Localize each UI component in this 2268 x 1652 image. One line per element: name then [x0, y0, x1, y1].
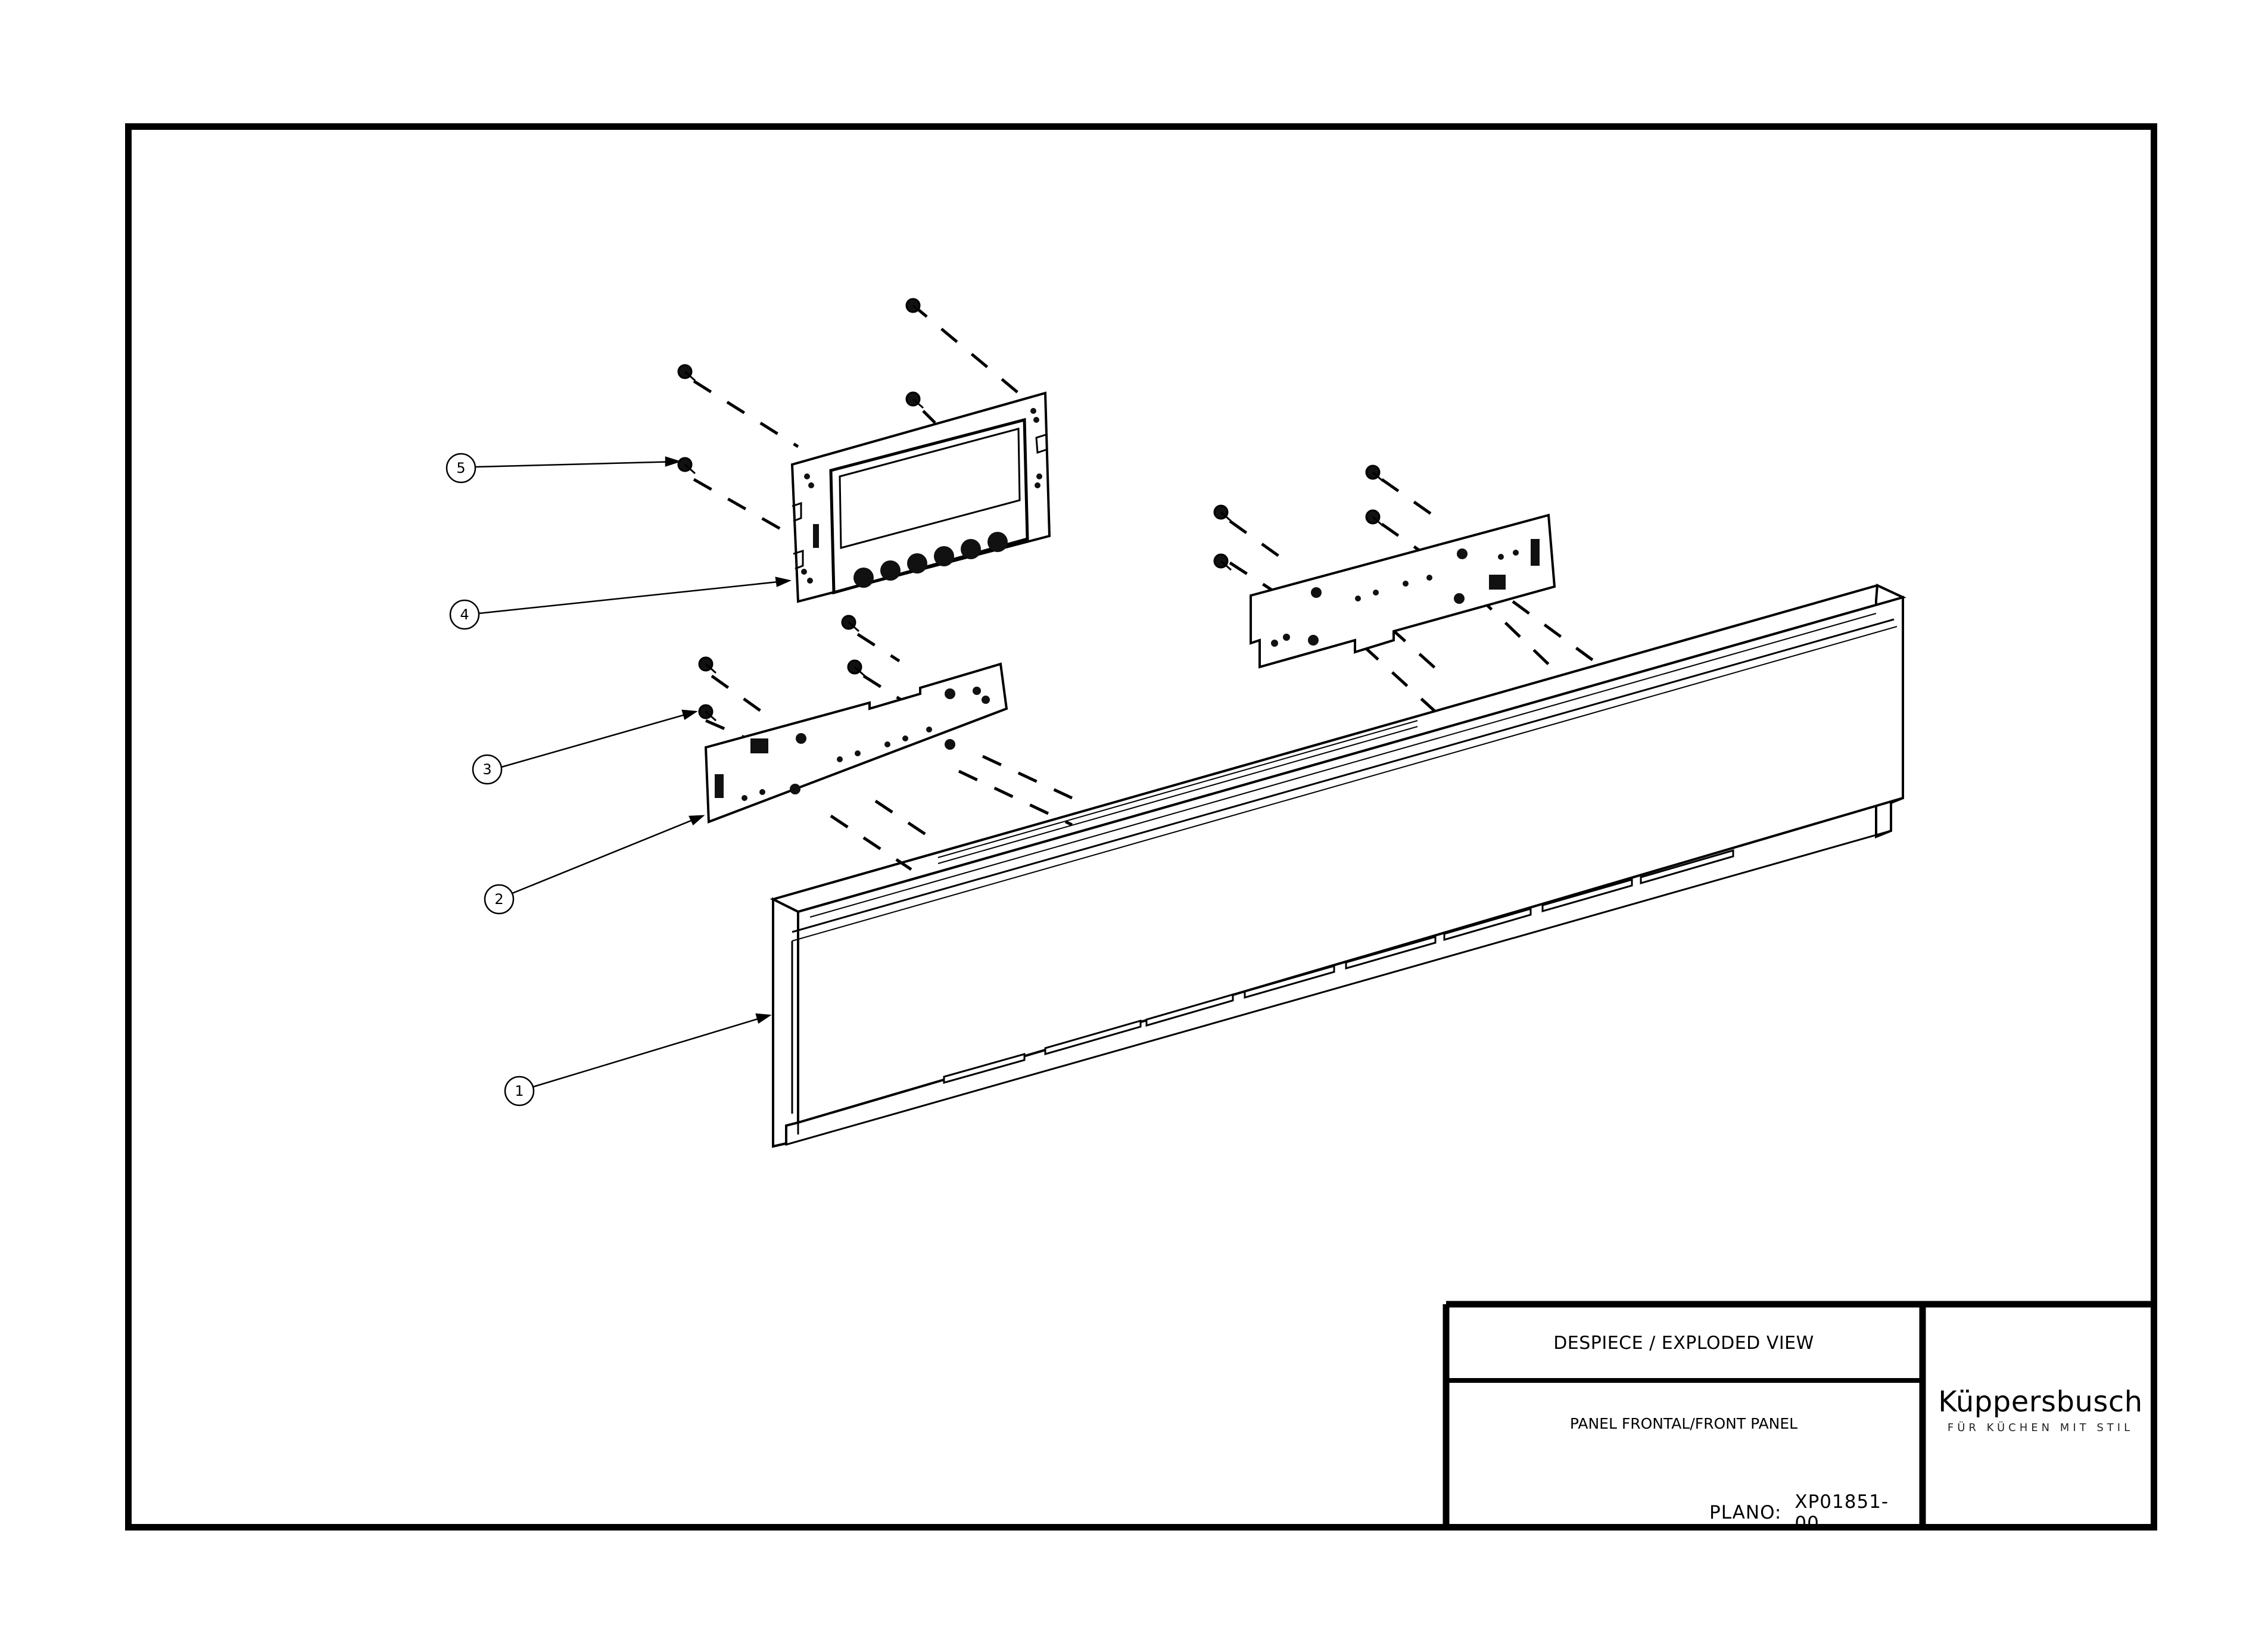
screw	[1365, 465, 1384, 482]
screw	[698, 656, 716, 674]
screw	[677, 457, 696, 475]
screw	[905, 298, 924, 316]
callout-4	[449, 576, 792, 630]
callout-label-2: 2	[494, 891, 504, 908]
callout-3	[472, 709, 698, 785]
screw	[841, 615, 859, 632]
front-panel-part-1	[770, 583, 1906, 1148]
assembly-lines	[693, 303, 1603, 871]
callout-5	[446, 453, 682, 484]
screw	[1213, 553, 1232, 571]
callout-label-3: 3	[482, 761, 492, 778]
display-board-part-4	[790, 391, 1051, 603]
left-board-part-2	[704, 662, 1008, 824]
screw	[1365, 509, 1384, 527]
brand-logo: Küppersbusch FÜR KÜCHEN MIT STIL	[1927, 1386, 2154, 1434]
callout-2	[484, 815, 705, 915]
brand-name: Küppersbusch	[1938, 1385, 2143, 1419]
right-board	[1250, 513, 1556, 669]
callout-label-5: 5	[456, 460, 466, 476]
screw	[677, 364, 696, 382]
drawing-number: PLANO: XP01851-00	[1709, 1491, 1912, 1534]
drawing-title: DESPIECE / EXPLODED VIEW	[1553, 1332, 1814, 1354]
screws	[677, 298, 1384, 722]
drawing-subtitle: PANEL FRONTAL/FRONT PANEL	[1569, 1414, 1798, 1432]
callouts	[446, 453, 792, 1106]
screw	[905, 391, 924, 409]
screw	[847, 659, 865, 677]
title-block-grid	[1443, 1301, 2157, 1531]
callout-1	[504, 1013, 772, 1106]
plano-label: PLANO:	[1709, 1502, 1782, 1523]
plano-value: XP01851-00	[1795, 1491, 1889, 1534]
callout-label-1: 1	[515, 1083, 524, 1099]
screw	[1213, 504, 1232, 522]
brand-tagline: FÜR KÜCHEN MIT STIL	[1947, 1421, 2134, 1434]
screw	[698, 704, 716, 722]
callout-label-4: 4	[460, 606, 469, 623]
